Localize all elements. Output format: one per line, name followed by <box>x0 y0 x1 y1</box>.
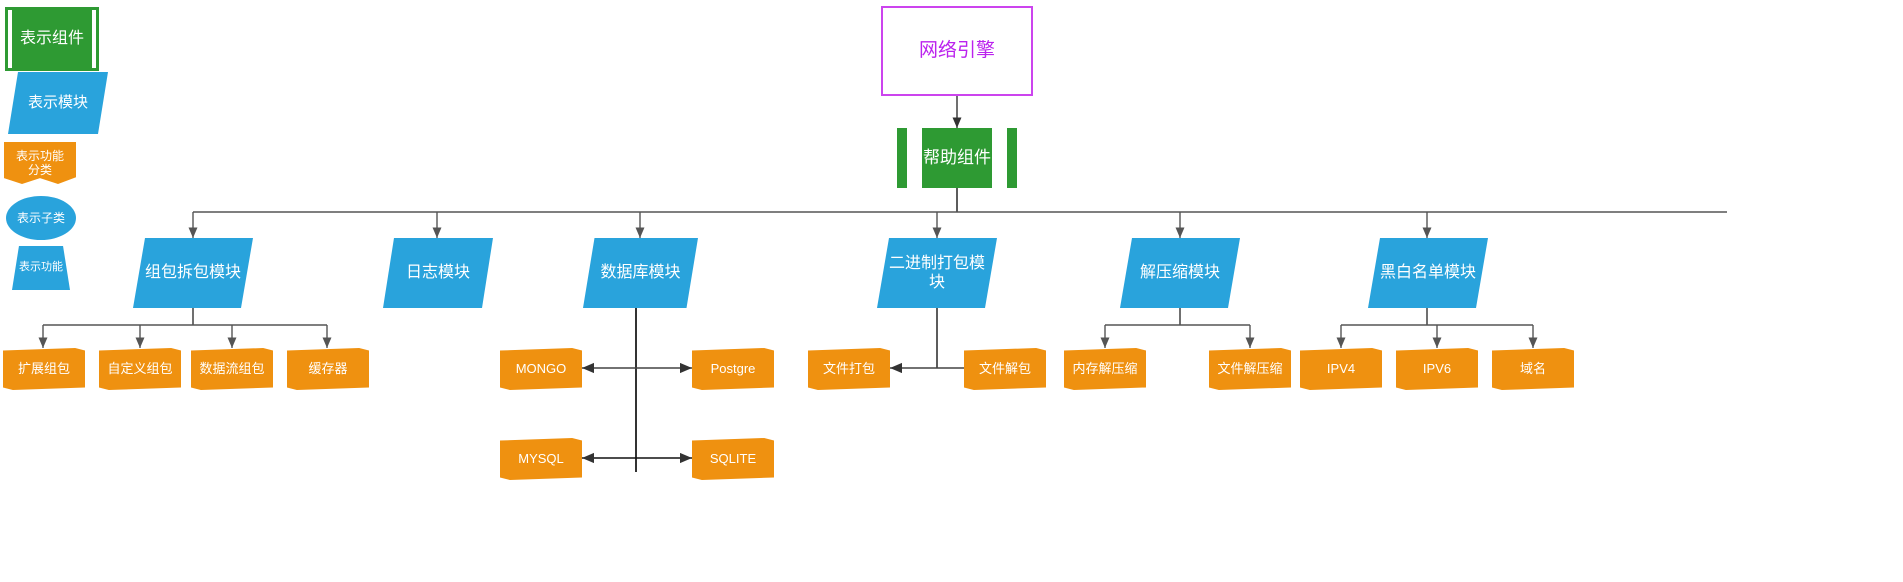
node-label-file-pack: 文件打包 <box>822 361 875 377</box>
node-domain[interactable]: 域名 <box>1492 348 1574 390</box>
legend-label-subcategory: 表示子类 <box>16 210 65 225</box>
node-blacklist-module[interactable]: 黑白名单模块 <box>1368 238 1488 308</box>
legend-label-function: 表示功能 <box>19 261 63 274</box>
node-label-binary-pack-module: 二进制打包模块 <box>888 254 985 291</box>
node-cache[interactable]: 缓存器 <box>287 348 369 390</box>
node-file-unpack[interactable]: 文件解包 <box>964 348 1046 390</box>
node-label-mongo: MONGO <box>515 361 567 377</box>
node-label-postgre: Postgre <box>710 361 756 377</box>
node-ipv6[interactable]: IPV6 <box>1396 348 1478 390</box>
node-label-decompress-module: 解压缩模块 <box>1139 264 1220 282</box>
node-label-sqlite: SQLITE <box>709 451 757 467</box>
node-mysql[interactable]: MYSQL <box>500 438 582 480</box>
node-log-module[interactable]: 日志模块 <box>383 238 493 308</box>
legend-item-subcategory: 表示子类 <box>6 196 76 240</box>
node-mongo[interactable]: MONGO <box>500 348 582 390</box>
node-label-helper-component: 帮助组件 <box>923 147 991 167</box>
legend-item-function-category: 表示功能 分类 <box>4 142 76 184</box>
node-label-custom-pack: 自定义组包 <box>107 361 173 377</box>
predefined-process-left-bar-icon <box>907 128 922 188</box>
node-custom-pack[interactable]: 自定义组包 <box>99 348 181 390</box>
node-label-database-module: 数据库模块 <box>600 264 681 282</box>
node-memory-decompress[interactable]: 内存解压缩 <box>1064 348 1146 390</box>
node-packet-module[interactable]: 组包拆包模块 <box>133 238 253 308</box>
node-label-extend-pack: 扩展组包 <box>17 361 70 377</box>
node-label-file-decompress: 文件解压缩 <box>1217 361 1283 377</box>
node-ipv4[interactable]: IPV4 <box>1300 348 1382 390</box>
node-label-network-engine: 网络引擎 <box>918 39 995 61</box>
node-extend-pack[interactable]: 扩展组包 <box>3 348 85 390</box>
node-label-blacklist-module: 黑白名单模块 <box>1379 264 1476 282</box>
legend-item-module: 表示模块 <box>8 72 108 134</box>
legend-label-component: 表示组件 <box>19 30 84 48</box>
node-stream-pack[interactable]: 数据流组包 <box>191 348 273 390</box>
node-file-decompress[interactable]: 文件解压缩 <box>1209 348 1291 390</box>
node-database-module[interactable]: 数据库模块 <box>583 238 698 308</box>
node-label-ipv6: IPV6 <box>1422 361 1452 377</box>
node-file-pack[interactable]: 文件打包 <box>808 348 890 390</box>
legend-label-module: 表示模块 <box>27 94 88 111</box>
node-label-log-module: 日志模块 <box>405 264 470 282</box>
legend-item-function: 表示功能 <box>12 246 70 290</box>
node-label-memory-decompress: 内存解压缩 <box>1072 361 1138 377</box>
node-label-ipv4: IPV4 <box>1326 361 1356 377</box>
node-postgre[interactable]: Postgre <box>692 348 774 390</box>
legend-label-function-category-line2: 分类 <box>27 163 52 177</box>
node-label-file-unpack: 文件解包 <box>978 361 1031 377</box>
node-binary-pack-module[interactable]: 二进制打包模块 <box>877 238 997 308</box>
node-label-stream-pack: 数据流组包 <box>199 361 265 377</box>
node-sqlite[interactable]: SQLITE <box>692 438 774 480</box>
node-label-cache: 缓存器 <box>308 361 348 377</box>
node-label-mysql: MYSQL <box>518 451 564 467</box>
node-decompress-module[interactable]: 解压缩模块 <box>1120 238 1240 308</box>
node-helper-component[interactable]: 帮助组件 <box>897 128 1017 188</box>
legend-label-function-category-line1: 表示功能 <box>15 148 64 163</box>
node-label-domain: 域名 <box>1519 361 1546 377</box>
predefined-process-right-bar-icon <box>992 128 1007 188</box>
legend-item-component: 表示组件 <box>8 10 96 68</box>
node-label-packet-module: 组包拆包模块 <box>144 264 241 282</box>
node-network-engine[interactable]: 网络引擎 <box>881 6 1033 96</box>
